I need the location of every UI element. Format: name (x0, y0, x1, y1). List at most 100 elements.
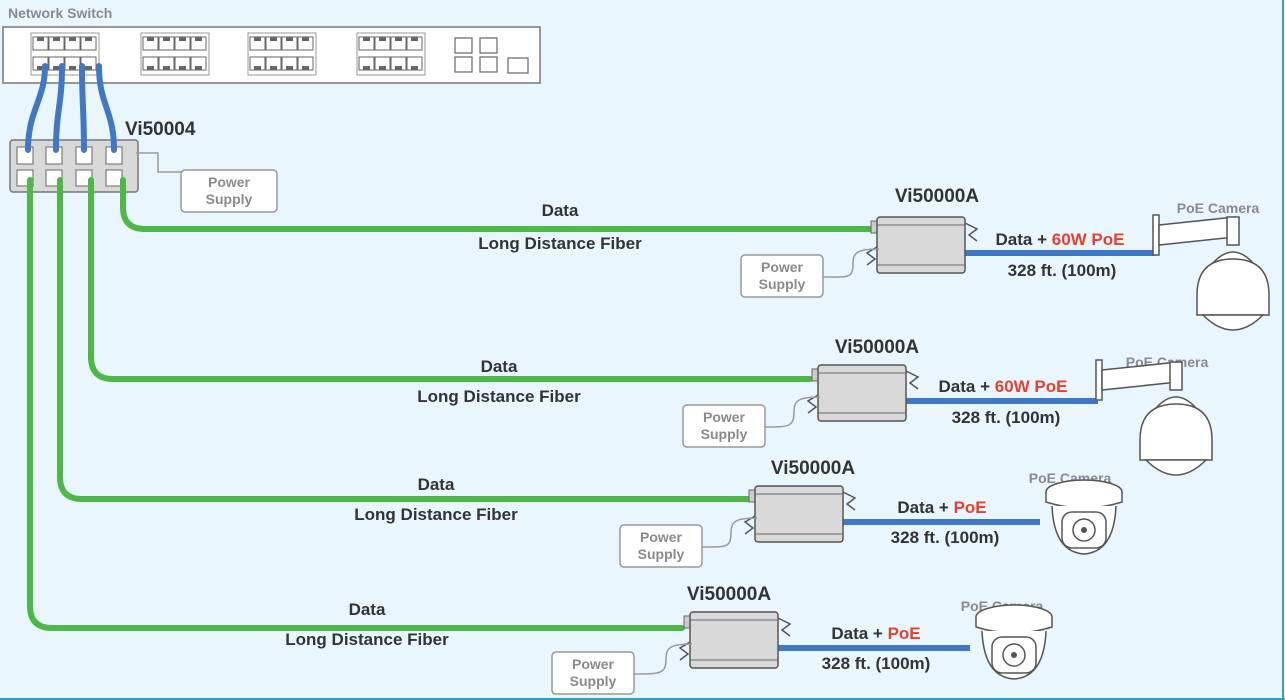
port-group (30, 32, 100, 76)
power-label-line2: Supply (701, 426, 748, 442)
switch-port-tab (270, 37, 277, 41)
switch-port-tab (147, 66, 154, 70)
converter-model-label: Vi50000A (895, 186, 979, 207)
power-label-line1: Power (761, 259, 804, 275)
copper-uplink-cable (96, 63, 117, 153)
copper-uplink-cable (25, 63, 48, 153)
data-prefix: Data + (897, 498, 953, 517)
converter-mount-ear (865, 246, 878, 266)
switch-port-tab (363, 37, 370, 41)
poe-camera-icon (975, 604, 1053, 680)
switch-port-tab (254, 66, 261, 70)
camera-housing (1196, 258, 1270, 316)
hub-power-label-line1: Power (208, 174, 251, 190)
fiber-distance-label: Long Distance Fiber (354, 505, 518, 524)
converter-model-label: Vi50000A (835, 337, 919, 358)
sfp-port (479, 56, 498, 73)
switch-port-tab (179, 37, 186, 41)
poe-camera-icon (1152, 214, 1270, 331)
switch-port-tab (379, 37, 386, 41)
vi50000a-converter (678, 611, 792, 669)
switch-port-tab (195, 66, 202, 70)
switch-port-tab (69, 66, 76, 70)
dome-ring (975, 617, 1053, 634)
power-label-line2: Supply (638, 546, 685, 562)
camera-dome (1144, 459, 1208, 476)
switch-port-tab (363, 66, 370, 70)
copper-uplinks (25, 63, 117, 153)
converter-mount-ear (905, 370, 920, 390)
poe-rating: PoE (954, 498, 987, 517)
fiber-data-label: Data (349, 600, 386, 619)
mount-neck (1169, 361, 1183, 391)
switch-port-tab (147, 37, 154, 41)
switch-port-tab (53, 37, 60, 41)
hub-power-label-line2: Supply (206, 191, 253, 207)
power-supply-box (682, 404, 766, 448)
lens-center (1081, 527, 1087, 533)
fiber-cable (27, 177, 685, 631)
dome-ring (1045, 492, 1123, 509)
switch-port-tab (254, 37, 261, 41)
converter-body (689, 611, 779, 669)
switch-port-tab (85, 37, 92, 41)
port-group (247, 32, 317, 76)
data-poe-label: Data + PoE (831, 624, 920, 643)
lens-housing (991, 636, 1037, 674)
copper-distance-label: 328 ft. (100m) (891, 528, 1000, 547)
data-poe-label: Data + PoE (897, 498, 986, 517)
power-label-line1: Power (640, 529, 683, 545)
fiber-runs (27, 177, 873, 631)
power-label-line1: Power (703, 409, 746, 425)
converter-mount-ear (678, 641, 691, 661)
fiber-cable (57, 177, 751, 502)
switch-port-tab (395, 66, 402, 70)
hub-model-label: Vi50004 (125, 119, 196, 140)
converter-body (876, 216, 966, 274)
fiber-data-label: Data (481, 357, 518, 376)
mount-plate (1095, 359, 1103, 401)
converter-mount-ear (777, 617, 792, 637)
fiber-distance-label: Long Distance Fiber (417, 387, 581, 406)
sfp-port (454, 56, 473, 73)
mount-arm (1158, 216, 1236, 246)
converter-mount-ear (842, 491, 857, 511)
poe-camera-icon (1095, 359, 1213, 476)
copper-uplink-cable (53, 63, 65, 153)
switch-port-tab (411, 37, 418, 41)
poe-camera-icon (1045, 479, 1123, 555)
data-prefix: Data + (939, 377, 995, 396)
fiber-data-label: Data (418, 475, 455, 494)
converter-model-label: Vi50000A (687, 584, 771, 605)
converter-mount-ear (743, 515, 756, 535)
fiber-cable (120, 177, 873, 232)
switch-port-tab (53, 66, 60, 70)
port-group (356, 32, 426, 76)
poe-rating: 60W PoE (995, 377, 1068, 396)
vi50000a-converter (806, 364, 920, 422)
camera-housing (1139, 403, 1213, 461)
copper-distance-label: 328 ft. (100m) (952, 408, 1061, 427)
copper-uplink-cable (79, 63, 87, 153)
power-label-line2: Supply (759, 276, 806, 292)
switch-port-tab (163, 66, 170, 70)
copper-distance-label: 328 ft. (100m) (1008, 261, 1117, 280)
camera-label: PoE Camera (1177, 200, 1260, 216)
power-cord (762, 396, 821, 428)
vi50000a-converter (743, 485, 857, 543)
converter-body (754, 485, 844, 543)
switch-port-tab (411, 66, 418, 70)
data-poe-label: Data + 60W PoE (996, 230, 1125, 249)
power-cord (631, 643, 693, 675)
hub-power-supply: Power Supply (136, 152, 278, 213)
power-supply-box (551, 651, 635, 695)
port-group (140, 32, 210, 76)
switch-port-tab (69, 37, 76, 41)
